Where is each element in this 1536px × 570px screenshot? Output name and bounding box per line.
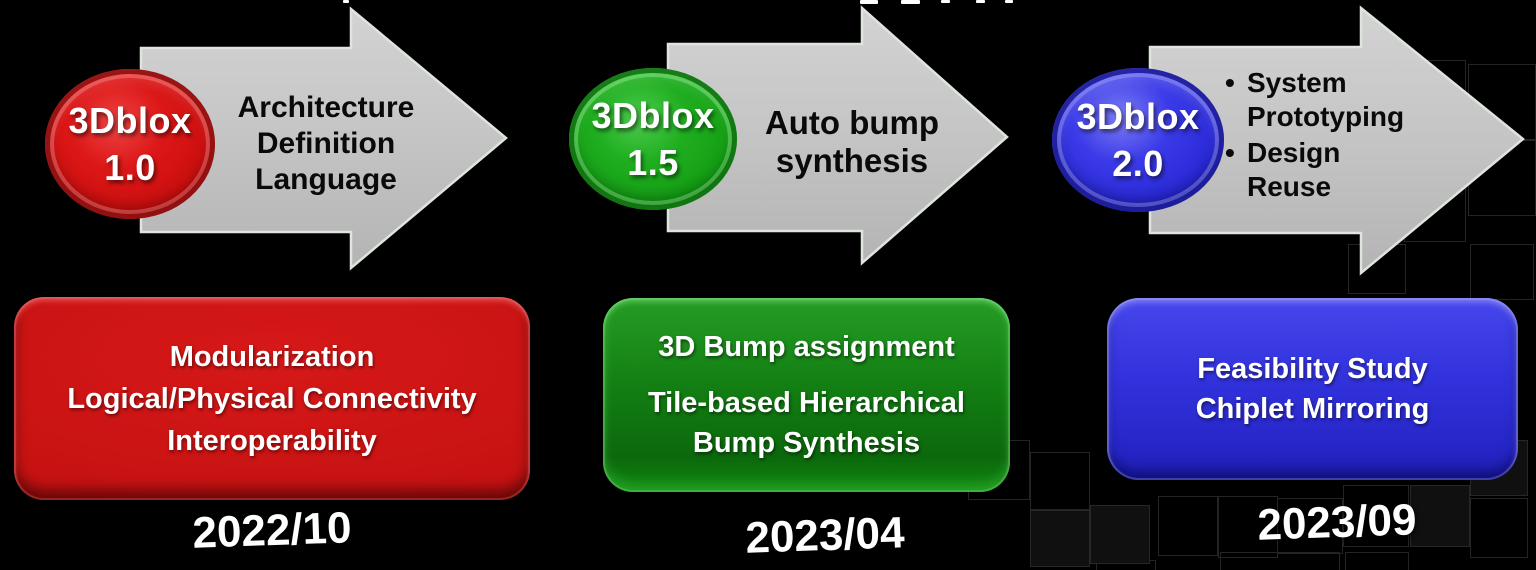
- bullet-label: System Prototyping: [1247, 67, 1405, 132]
- arrow-label-bullets: • System Prototyping • Design Reuse: [1225, 66, 1430, 206]
- feature-text: Tile-based Hierarchical Bump Synthesis: [647, 387, 965, 459]
- badge-3dblox-1-0: 3Dblox 1.0: [45, 69, 215, 219]
- cropped-text-artifact: [343, 0, 349, 3]
- feature-text: 3D Bump assignment: [658, 331, 955, 363]
- background-square: [1218, 496, 1278, 558]
- arrow-label-auto-bump: Auto bump synthesis: [764, 104, 940, 179]
- bullet-label: Design Reuse: [1247, 137, 1341, 202]
- background-square: [1158, 496, 1218, 556]
- background-square: [1030, 452, 1090, 510]
- arrow-shape-2: [666, 5, 1009, 266]
- badge-title: 3Dblox: [68, 100, 192, 141]
- bullet-icon: •: [1225, 137, 1235, 168]
- arrow-label-architecture: Architecture Definition Language: [237, 91, 415, 196]
- feature-box-1-5: 3D Bump assignment Tile-based Hierarchic…: [603, 298, 1010, 492]
- badge-version: 2.0: [1112, 143, 1164, 184]
- badge-3dblox-2-0: 3Dblox 2.0: [1052, 68, 1224, 212]
- background-square: [1343, 485, 1409, 547]
- background-square: [1030, 510, 1090, 567]
- cropped-text-artifact: [941, 0, 950, 3]
- feature-text: Modularization Logical/Physical Connecti…: [67, 340, 477, 457]
- cropped-text-artifact: [901, 0, 920, 4]
- badge-version: 1.5: [627, 142, 679, 183]
- cropped-text-artifact: [860, 0, 878, 4]
- cropped-text-artifact: [1005, 0, 1013, 3]
- badge-title: 3Dblox: [1076, 96, 1200, 137]
- bullet-item: • Design Reuse: [1225, 136, 1430, 204]
- bullet-item: • System Prototyping: [1225, 66, 1430, 134]
- background-square: [1470, 244, 1534, 300]
- background-square: [1090, 505, 1150, 564]
- background-square: [1470, 498, 1528, 558]
- background-square: [1410, 485, 1470, 547]
- feature-box-1-0: Modularization Logical/Physical Connecti…: [14, 297, 530, 500]
- badge-3dblox-1-5: 3Dblox 1.5: [569, 68, 737, 210]
- badge-version: 1.0: [104, 147, 156, 188]
- badge-title: 3Dblox: [591, 95, 715, 136]
- feature-box-2-0: Feasibility Study Chiplet Mirroring: [1107, 298, 1518, 480]
- arrow-shape-3: [1148, 5, 1525, 276]
- bullet-icon: •: [1225, 67, 1235, 98]
- background-square: [1345, 552, 1409, 570]
- background-square: [1220, 552, 1340, 570]
- arrow-shape-1: [139, 6, 508, 271]
- cropped-text-artifact: [976, 0, 985, 3]
- feature-text: Feasibility Study Chiplet Mirroring: [1195, 353, 1430, 425]
